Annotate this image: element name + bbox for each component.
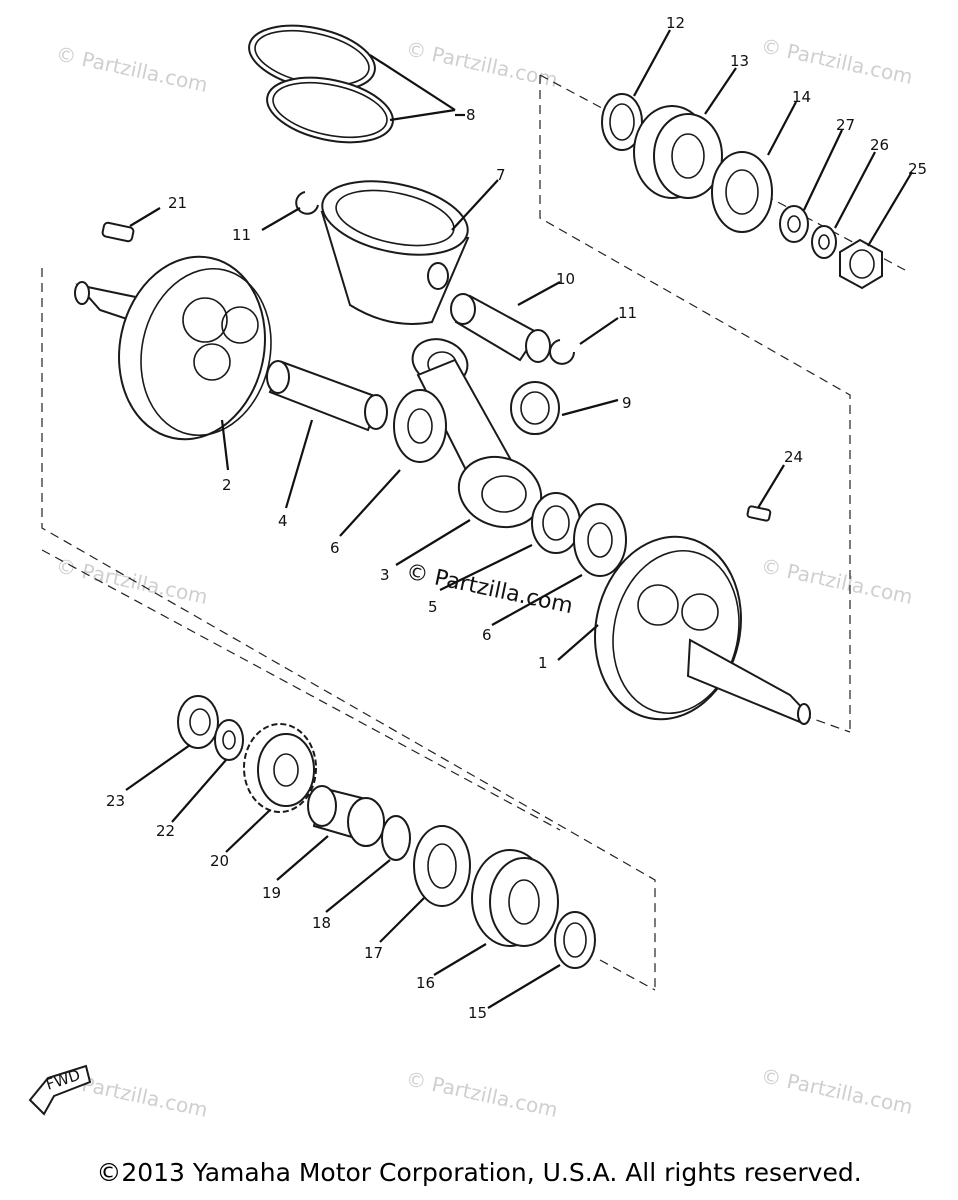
part-label: 16 (416, 974, 435, 992)
oil-seal-14 (711, 151, 773, 233)
circlip-right (549, 339, 575, 365)
part-labels: 1 2 3 4 5 6 6 7 8 9 10 11 11 12 13 14 15… (106, 14, 927, 1022)
part-label: 15 (468, 1004, 487, 1022)
part-label: 3 (380, 566, 390, 584)
part-label: 9 (622, 394, 632, 412)
part-label: 5 (428, 598, 438, 616)
piston (320, 180, 470, 325)
part-label: 10 (556, 270, 575, 288)
part-label: 23 (106, 792, 125, 810)
left-assembly-outline (41, 549, 561, 831)
left-assembly-outline (41, 268, 656, 990)
part-label: 11 (232, 226, 251, 244)
part-label: 11 (618, 304, 637, 322)
nut-25 (839, 238, 883, 290)
part-label: 26 (870, 136, 889, 154)
nut-23 (177, 695, 219, 749)
thrust-washer-left (393, 389, 447, 463)
watermark: © Partzilla.com (54, 41, 210, 97)
part-label: 19 (262, 884, 281, 902)
collar-15 (554, 911, 596, 969)
oil-seal-17 (413, 825, 471, 907)
part-label: 6 (330, 539, 340, 557)
watermark: © Partzilla.com (54, 553, 210, 609)
right-assembly-outline (539, 75, 851, 732)
bearing-16 (471, 849, 559, 947)
left-assembly-outline (599, 959, 656, 991)
part-label: 17 (364, 944, 383, 962)
woodruff-key (101, 221, 135, 243)
leader-lines (125, 29, 913, 1009)
part-label: 12 (666, 14, 685, 32)
circlip-top (295, 191, 319, 215)
part-label: 14 (792, 88, 811, 106)
watermark: © Partzilla.com (404, 36, 560, 92)
part-label: 21 (168, 194, 187, 212)
part-label: 8 (466, 106, 476, 124)
copyright-notice: ©2013 Yamaha Motor Corporation, U.S.A. A… (96, 1158, 862, 1187)
connecting-rod (411, 338, 543, 529)
gear-20 (243, 723, 317, 813)
crank-pin (266, 360, 388, 432)
part-label: 6 (482, 626, 492, 644)
part-label: 1 (538, 654, 548, 672)
crank-wheel-right (594, 535, 811, 725)
part-label: 27 (836, 116, 855, 134)
bearing-13 (633, 105, 723, 199)
watermark: © Partzilla.com (759, 1063, 915, 1119)
part-label: 13 (730, 52, 749, 70)
circlip-18 (381, 815, 411, 861)
piston-rings (248, 24, 394, 144)
watermark: © Partzilla.com (759, 33, 915, 89)
part-label: 22 (156, 822, 175, 840)
part-label: 7 (496, 166, 506, 184)
washer-26 (811, 225, 837, 259)
thrust-washer-right (573, 503, 627, 577)
big-end-bearing (531, 492, 581, 554)
assembly-outlines (41, 74, 906, 991)
part-label: 4 (278, 512, 288, 530)
small-end-bearing (510, 381, 560, 435)
washer-27 (779, 205, 809, 243)
spacer-19 (307, 785, 385, 847)
part-label: 24 (784, 448, 803, 466)
part-label: 2 (222, 476, 232, 494)
watermark: © Partzilla.com (404, 1066, 560, 1122)
part-label: 25 (908, 160, 927, 178)
woodruff-key-right (746, 505, 772, 522)
crank-wheel-left (74, 255, 272, 441)
piston-pin (450, 293, 551, 363)
washer-22 (214, 719, 244, 761)
part-label: 20 (210, 852, 229, 870)
part-label: 18 (312, 914, 331, 932)
right-assembly-outline (539, 74, 906, 271)
watermark: © Partzilla.com (759, 553, 915, 609)
